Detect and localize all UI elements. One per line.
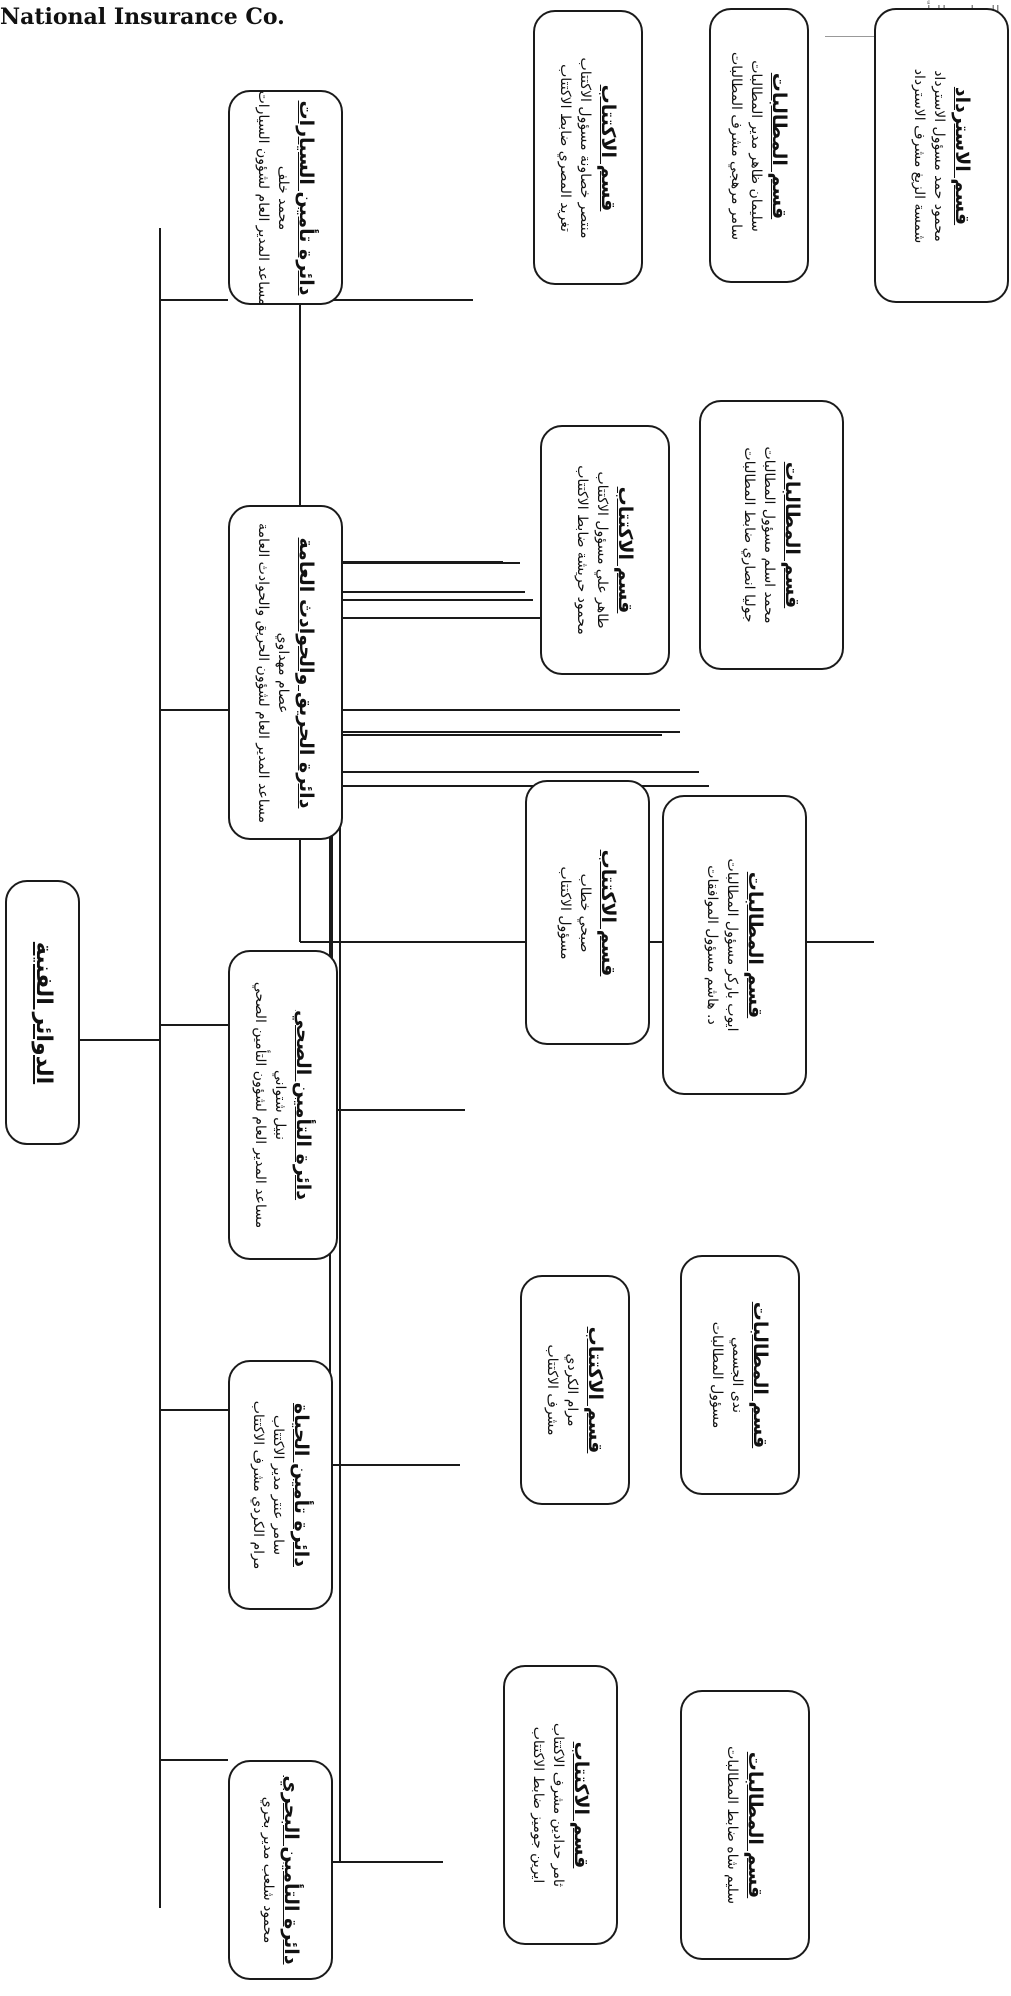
dept-fire-general-box-title: دائرة الحريق والحوادث العامة [294,537,317,808]
dept-motor-section-underwriting-box-line: منتصر خصاونة مسؤول الاكتتاب [577,57,593,238]
dept-fire-general-box-line: عصام مهداوي [274,632,291,713]
dept-motor-box-line: محمد خلف [274,165,291,230]
dept-medical-section-claims-box-line: د. هاشم مسؤول الموافقات [703,865,720,1025]
dept-life-section-claims-box-line: ندى الجسمي [729,1336,745,1414]
dept-life-section-claims-box-title: قسم المطالبات [749,1301,771,1449]
dept-life-box-title: دائرة تأمين الحياة [289,1402,312,1567]
dept-life-section-underwriting-box-title: قسم الاكتتاب [584,1326,606,1454]
dept-marine-box-line: محمود شلعب مدير بحري [259,1796,276,1944]
dept-motor-box-line: مساعد المدير العام لشؤون السيارات [254,90,271,305]
dept-life-section-underwriting-box-line: مشرف الاكتتاب [544,1344,560,1436]
dept-motor-section-underwriting-box-line: تغريد المصري ضابط الاكتتاب [557,63,573,232]
dept-fire-general-section-underwriting-box-title: قسم الاكتتاب [614,486,636,614]
dept-life-section-underwriting-box-line: مرام الكردي [564,1353,580,1427]
dept-fire-general-box-line: مساعد المدير العام لشؤون الحريق والحوادث… [254,522,271,823]
dept-motor-box-title: دائرة تأمين السيارات [294,100,317,295]
dept-motor-section-claims-box-line: سامر مرهجي مشرف المطالبات [728,51,744,240]
dept-marine-section-claims-box-title: قسم المطالبات [744,1751,766,1899]
dept-medical-box-line: نبيل شتواني [272,1069,288,1141]
dept-fire-general-section-claims-box-line: جوليا انصاري ضابط المطالبات [740,447,757,623]
company-name: National Insurance Co. [0,4,285,30]
dept-life-box-line: مرام الكردي مشرف الاكتتاب [249,1400,266,1570]
dept-marine-section-underwriting-box-title: قسم الاكتتاب [569,1741,592,1869]
dept-fire-general-section-underwriting-box-line: طاهر علي مسؤول الاكتتاب [594,471,610,629]
dept-fire-general-section-claims-box-line: محمد اسلم مسؤول المطالبات [760,446,777,624]
dept-fire-general-section-underwriting-box-line: محمود حريشة ضابط الاكتتاب [574,465,590,635]
root-box-title: الدوائر الفنية [30,941,56,1084]
dept-medical-section-claims-box-line: ايوب باركر مسؤول المطالبات [723,858,740,1032]
dept-motor-section-claims-box-title: قسم المطالبات [768,72,790,219]
dept-motor-section-underwriting-box-title: قسم الاكتتاب [597,84,619,211]
dept-motor-section-recovery-box-line: شمسة الزيغ مشرف الاسترداد [910,68,927,243]
dept-medical-box-title: دائرة التأمين الصحي [292,1009,314,1201]
dept-motor-section-claims-box-line: سليمان ظاهر مدير المطالبات [748,59,764,232]
dept-marine-section-claims-box-line: سليم شاه ضابط المطالبات [724,1746,740,1904]
dept-motor-section-recovery-box-title: قسم الاسترداد [950,86,973,225]
dept-marine-box-title: دائرة التأمين البحري [279,1775,302,1965]
dept-medical-section-underwriting-box-line: صبحي خطاب [576,873,593,952]
dept-marine-section-underwriting-box-line: ثامر حدادين مشرف الاكتتاب [549,1722,566,1888]
dept-medical-section-underwriting-box-line: مسؤول الاكتتاب [556,865,573,960]
dept-marine-section-underwriting-box-line: ايرين جوميز ضابط الاكتتاب [529,1726,546,1884]
root-box: الدوائر الفنية [5,880,80,1145]
dept-medical-section-underwriting-box-title: قسم الاكتتاب [596,849,619,976]
dept-motor-section-recovery-box-line: محمود حمد مسؤول الاسترداد [930,69,947,242]
dept-fire-general-section-claims-box-title: قسم المطالبات [780,461,803,609]
dept-life-box-line: سامر عنتر مدير الاكتتاب [269,1414,286,1555]
dept-medical-section-claims-box-title: قسم المطالبات [743,871,766,1019]
dept-life-section-claims-box-line: مسؤول المطالبات [709,1321,725,1429]
dept-medical-box-line: مساعد المدير العام لشؤون التأمين الصحي [252,981,268,1229]
